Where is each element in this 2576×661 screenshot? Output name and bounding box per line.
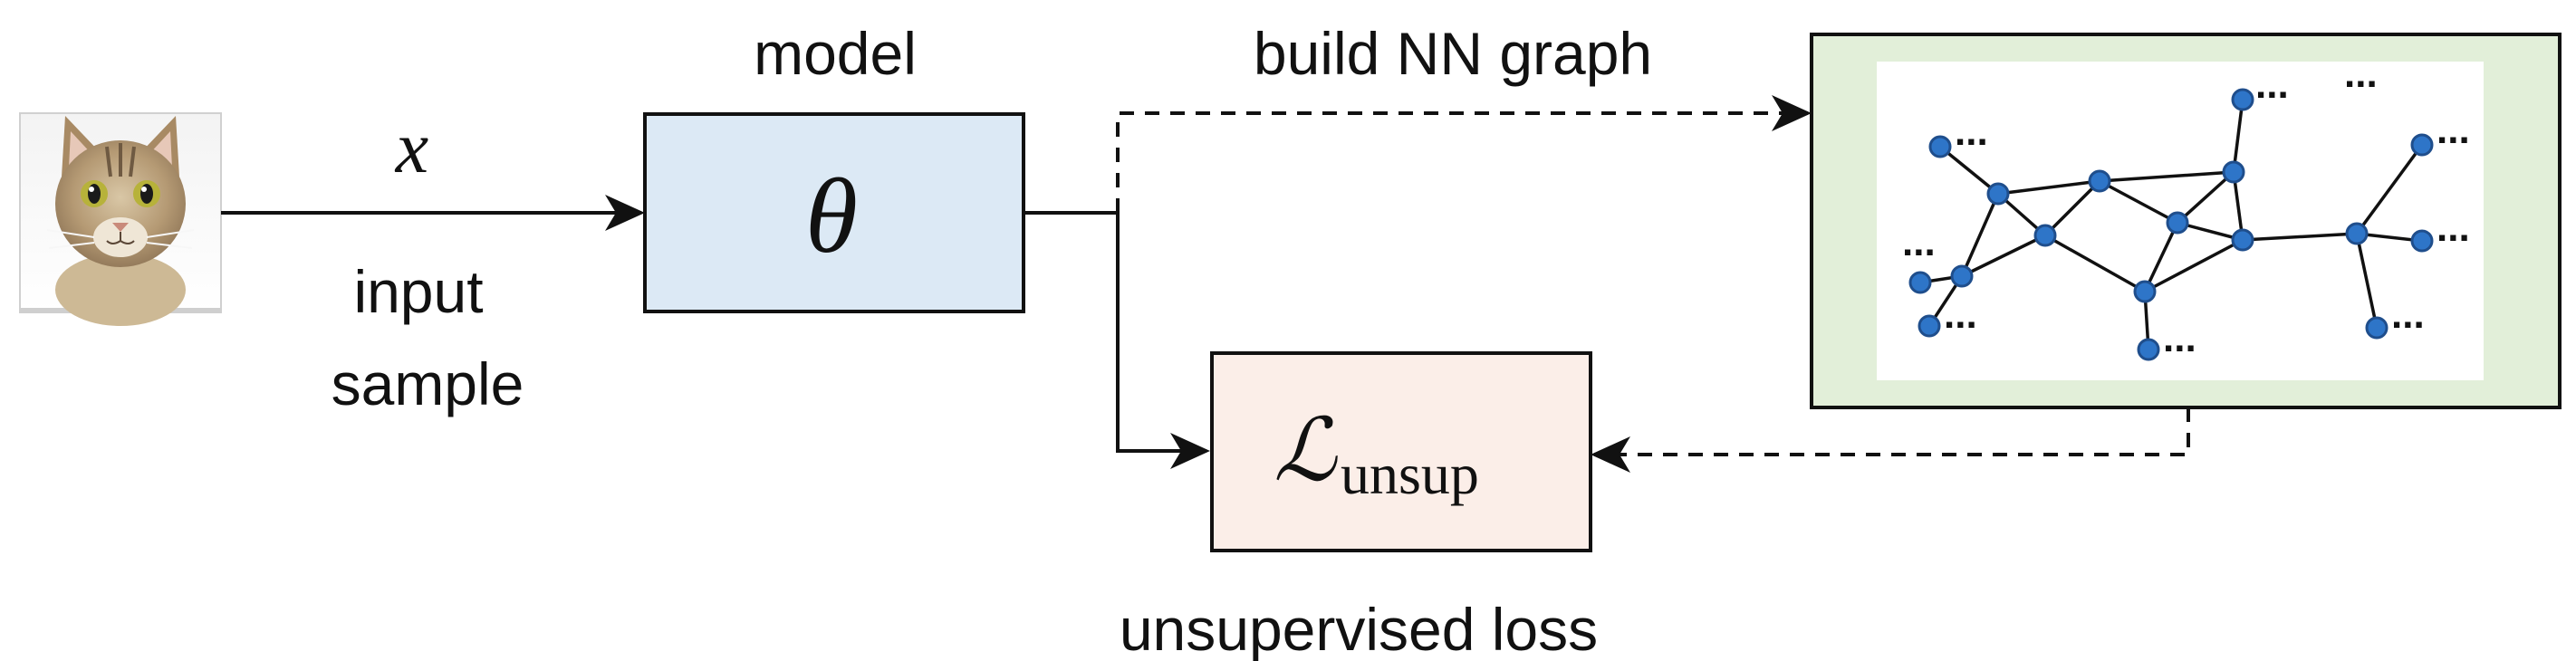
graph-node [2133,280,2157,303]
graph-node [2410,229,2434,253]
graph-node [1908,271,1932,294]
model-parameter: θ [805,157,858,275]
cat-icon [46,116,195,326]
input-variable: x [395,106,428,188]
ellipsis-label: ... [2437,206,2470,250]
ellipsis-label: ... [1955,110,1988,154]
loss-symbol: ℒ [1274,402,1338,499]
graph-to-loss-arrow [1591,407,2190,473]
graph-node [1918,314,1941,338]
loss-formula: ℒ unsup [1274,402,1479,506]
ellipsis-label: ... [2255,62,2289,107]
model-to-graph-arrow [1116,95,1812,213]
graph-ellipses: ... ... ... ... ... ... ... ... ... [1902,52,2470,360]
graph-node [2137,338,2160,361]
graph-node [2231,228,2254,252]
nn-graph-nodes [1908,88,2434,361]
loss-subscript: unsup [1341,442,1479,506]
input-caption-line1: input [353,258,483,325]
ellipsis-label: ... [1902,220,1936,264]
graph-node [2231,88,2254,111]
ellipsis-label: ... [2344,52,2378,96]
input-image [19,112,222,326]
input-caption-line2: sample [332,350,524,417]
graph-node [2222,160,2245,184]
model-to-loss-arrow [1116,213,1210,469]
ellipsis-label: ... [2437,108,2470,152]
graph-node [2088,169,2111,193]
ellipsis-label: ... [2163,316,2196,360]
graph-node [2033,224,2057,247]
graph-node [1928,135,1952,158]
graph-node [2365,316,2389,340]
graph-node [1986,182,2010,206]
graph-node [2166,211,2189,235]
model-title: model [754,20,917,87]
ellipsis-label: ... [1944,292,1977,337]
graph-node [1950,264,1974,288]
loss-caption: unsupervised loss [1120,596,1598,661]
graph-node [2410,133,2434,157]
graph-node [2345,222,2369,245]
ellipsis-label: ... [2391,292,2425,337]
graph-title: build NN graph [1254,20,1652,87]
